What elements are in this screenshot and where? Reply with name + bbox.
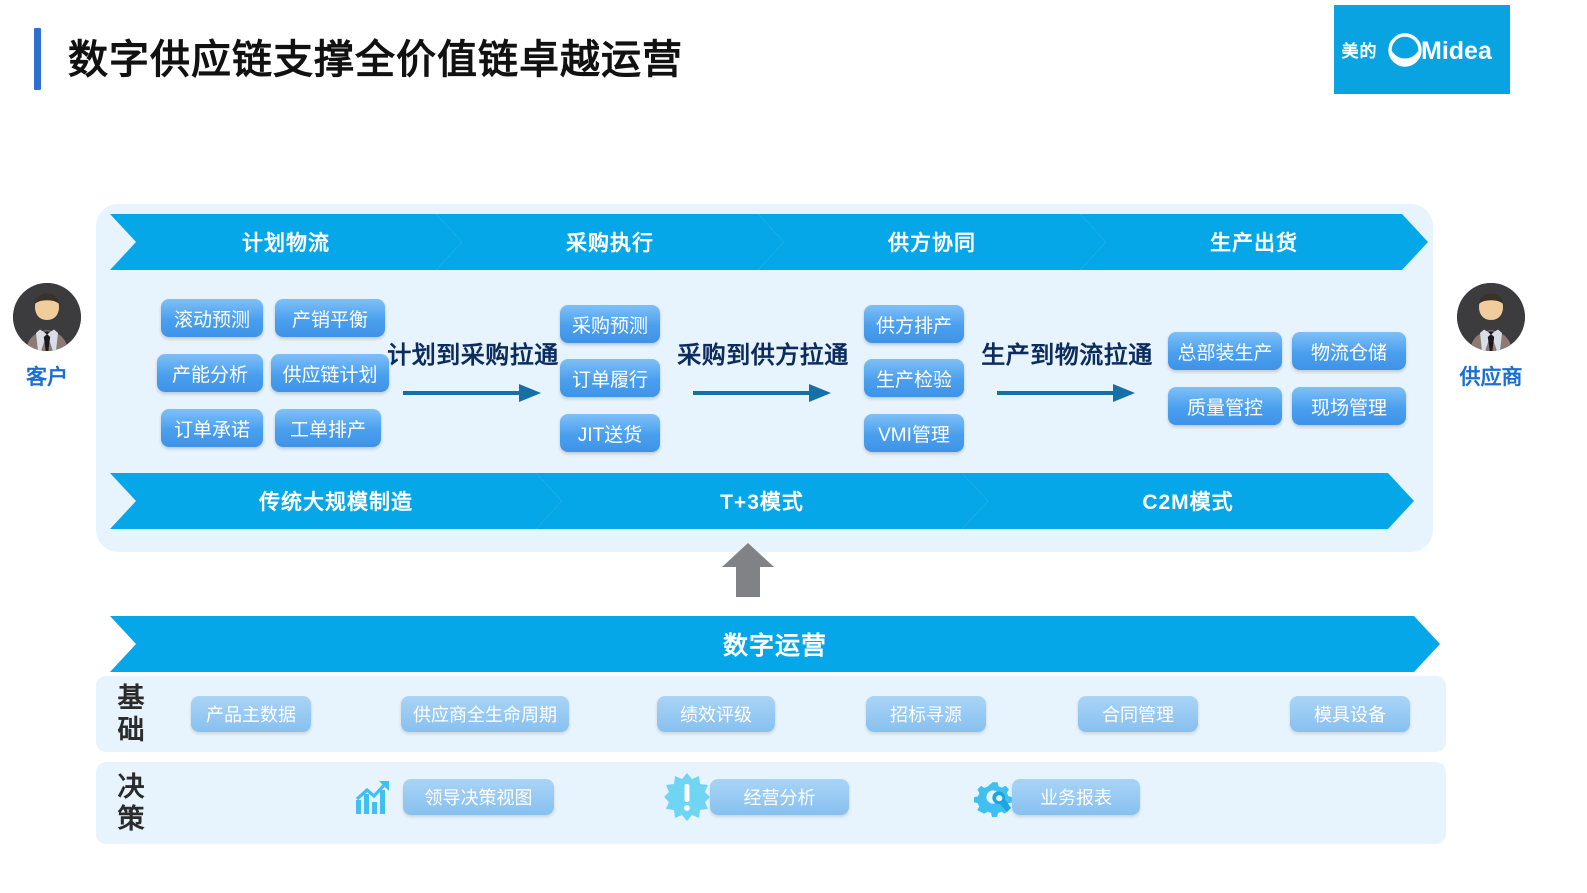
actor-supplier-label: 供应商 [1459, 366, 1523, 389]
foundation-pill[interactable]: 招标寻源 [866, 696, 986, 732]
foundation-pill[interactable]: 供应商全生命周期 [401, 696, 569, 732]
midea-logo: 美的 Midea [1334, 5, 1510, 94]
actor-customer: 客户 [6, 283, 88, 391]
process-stage-ribbon: 计划物流 采购执行 供方协同 生产出货 [110, 214, 1428, 270]
capability-pill[interactable]: 产销平衡 [275, 299, 385, 337]
foundation-pill[interactable]: 模具设备 [1290, 696, 1410, 732]
capability-pill[interactable]: 现场管理 [1292, 387, 1406, 425]
up-arrow-icon [714, 543, 782, 602]
mode-label: T+3模式 [720, 491, 804, 514]
businessman-avatar-icon [1457, 283, 1525, 351]
digital-operations-label: 数字运营 [722, 632, 827, 660]
capability-pill[interactable]: 总部装生产 [1168, 332, 1282, 370]
stage-supplier-collaboration[interactable]: 供方协同 [758, 214, 1106, 270]
mode-t-plus-3[interactable]: T+3模式 [536, 473, 988, 529]
actor-supplier: 供应商 [1450, 283, 1532, 391]
right-arrow-icon [668, 384, 858, 402]
capability-pill[interactable]: 滚动预测 [161, 299, 263, 337]
mode-traditional-mass-production[interactable]: 传统大规模制造 [110, 473, 562, 529]
mode-label: C2M模式 [1142, 491, 1234, 514]
pull-through-production-to-logistics: 生产到物流拉通 [972, 335, 1162, 402]
digital-operations-ribbon: 数字运营 [110, 616, 1440, 672]
digital-operations-banner[interactable]: 数字运营 [110, 616, 1440, 672]
right-arrow-icon [378, 384, 568, 402]
page-title: 数字供应链支撑全价值链卓越运营 [68, 38, 683, 82]
capability-pill[interactable]: 采购预测 [560, 305, 660, 343]
stage-label: 生产出货 [1210, 232, 1298, 255]
midea-wordmark-icon: Midea [1385, 30, 1503, 70]
brand-name-cn: 美的 [1341, 42, 1378, 61]
capability-pill[interactable]: 订单履行 [560, 359, 660, 397]
gear-wrench-icon [974, 778, 1014, 818]
decision-label: 决策 [117, 772, 145, 834]
stage-plan-logistics[interactable]: 计划物流 [110, 214, 462, 270]
svg-text:Midea: Midea [1421, 37, 1493, 65]
actor-customer-label: 客户 [26, 366, 68, 389]
right-arrow-icon [972, 384, 1162, 402]
stage-label: 计划物流 [242, 232, 330, 255]
pull-through-plan-to-purchase: 计划到采购拉通 [378, 335, 568, 402]
decision-pill[interactable]: 领导决策视图 [403, 779, 554, 815]
capability-pill[interactable]: 质量管控 [1168, 387, 1282, 425]
capability-pill[interactable]: 工单排产 [275, 409, 381, 447]
pull-through-label: 生产到物流拉通 [981, 342, 1153, 369]
title-accent-bar [34, 28, 41, 90]
capability-pill[interactable]: 生产检验 [864, 359, 964, 397]
capability-pill[interactable]: VMI管理 [864, 414, 964, 452]
growth-chart-icon [352, 778, 394, 818]
mode-label: 传统大规模制造 [259, 491, 413, 514]
stage-label: 供方协同 [888, 232, 976, 255]
capability-pill[interactable]: JIT送货 [560, 414, 660, 452]
pull-through-label: 计划到采购拉通 [387, 342, 559, 369]
pull-through-purchase-to-supplier: 采购到供方拉通 [668, 335, 858, 402]
capability-pill[interactable]: 产能分析 [157, 354, 263, 392]
foundation-label: 基础 [117, 683, 145, 745]
stage-production-shipment[interactable]: 生产出货 [1080, 214, 1428, 270]
stage-purchase-execution[interactable]: 采购执行 [436, 214, 784, 270]
decision-pill[interactable]: 经营分析 [710, 779, 849, 815]
manufacturing-mode-ribbon: 传统大规模制造 T+3模式 C2M模式 [110, 473, 1414, 529]
capability-pill[interactable]: 供应链计划 [271, 354, 389, 392]
capability-pill[interactable]: 物流仓储 [1292, 332, 1406, 370]
decision-pill[interactable]: 业务报表 [1012, 779, 1140, 815]
pull-through-label: 采购到供方拉通 [677, 342, 849, 369]
capability-pill[interactable]: 供方排产 [864, 305, 964, 343]
stage-label: 采购执行 [566, 232, 654, 255]
mode-c2m[interactable]: C2M模式 [962, 473, 1414, 529]
foundation-pill[interactable]: 产品主数据 [191, 696, 311, 732]
businessman-avatar-icon [13, 283, 81, 351]
foundation-pill[interactable]: 合同管理 [1078, 696, 1198, 732]
capability-pill[interactable]: 订单承诺 [161, 409, 263, 447]
foundation-pill[interactable]: 绩效评级 [657, 696, 775, 732]
alert-burst-icon [664, 773, 710, 821]
